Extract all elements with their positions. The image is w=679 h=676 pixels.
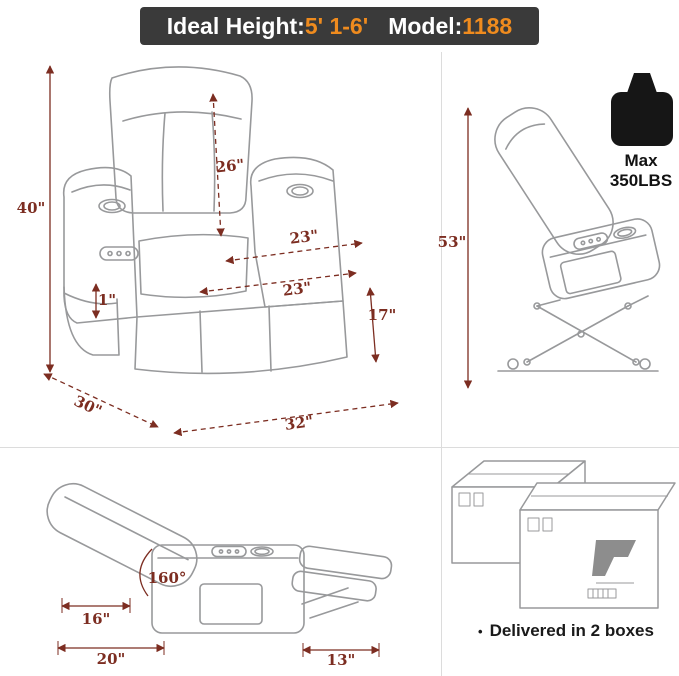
lift-seat-unit (541, 218, 661, 300)
extended-footrest (291, 545, 393, 602)
delivery-text: Delivered in 2 boxes (489, 621, 654, 640)
recline-cupholder (250, 546, 274, 557)
usb-control-panel (99, 246, 139, 261)
front-skirt (134, 300, 348, 375)
recline-seat-unit (151, 544, 305, 634)
recline-view-dimension-lines (57, 548, 380, 657)
lift-mechanism (497, 295, 659, 372)
dim-overall-height: 40" (16, 199, 46, 217)
right-armrest (249, 156, 344, 308)
right-cupholder (286, 183, 314, 199)
front-view-chair (62, 66, 348, 375)
dim-lift-height: 53" (437, 233, 467, 251)
model-label: Model: (388, 12, 463, 39)
delivery-note: • Delivered in 2 boxes (478, 621, 654, 641)
dim-seat-height: 17" (367, 306, 397, 324)
recline-control-panel (211, 545, 247, 558)
dim-back-height: 26" (214, 155, 246, 177)
recline-backrest (46, 482, 198, 588)
front-box (519, 482, 676, 609)
lift-control-panel (573, 232, 609, 251)
max-weight-icon (611, 73, 673, 146)
dim-between-arms-width: 23" (288, 226, 320, 248)
footrest-linkage (301, 587, 359, 619)
model-value: 1188 (462, 12, 513, 39)
max-weight-label: Max (624, 151, 658, 170)
lift-view-chair (494, 107, 661, 372)
brand-logo-icon (592, 540, 636, 576)
lift-cupholder (613, 226, 637, 240)
side-pocket (63, 286, 120, 356)
ideal-height-value: 5' 1-6' (304, 12, 369, 39)
header-banner: Ideal Height: 5' 1-6' Model: 1188 (140, 7, 539, 45)
dim-footrest-length: 13" (326, 651, 356, 669)
left-cupholder (98, 198, 126, 214)
recline-view-chair (46, 482, 393, 634)
front-view-dimension-lines (43, 65, 399, 437)
recline-angle-arc (139, 548, 153, 597)
delivery-bullet: • (478, 623, 483, 639)
dim-side-pocket: 1" (97, 291, 117, 309)
dim-base-length: 20" (96, 650, 126, 668)
dim-footrest-height: 16" (81, 610, 111, 628)
dim-recline-angle: 160° (147, 569, 187, 587)
ideal-height-label: Ideal Height: (166, 12, 305, 39)
dim-seat-width: 23" (281, 278, 313, 300)
delivery-boxes (451, 460, 676, 609)
max-weight-value: 350LBS (609, 171, 673, 190)
quadrant-dividers (0, 52, 679, 676)
lift-backrest (494, 107, 614, 255)
